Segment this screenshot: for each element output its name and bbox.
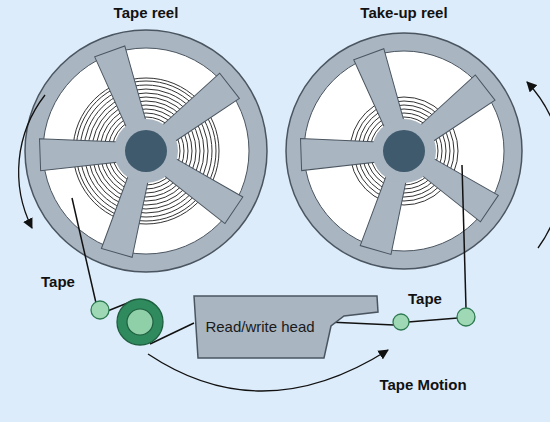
read-write-head: Read/write head <box>192 294 380 361</box>
rotation-arrow <box>19 95 45 228</box>
guide-roller <box>91 301 109 319</box>
tape-label: Tape <box>41 273 75 290</box>
tape-reel <box>25 30 267 272</box>
reel-label: Tape reel <box>114 4 179 21</box>
take-up-reel <box>286 33 522 269</box>
guide-roller <box>393 314 409 330</box>
motion-label: Tape Motion <box>379 376 466 393</box>
guide-roller <box>457 308 475 326</box>
reel-label: Take-up reel <box>360 4 447 21</box>
node-label: Read/write head <box>198 318 322 337</box>
capstan <box>117 299 163 345</box>
capstan-hub <box>127 309 153 335</box>
rotation-arrow <box>527 82 550 248</box>
tape-label: Tape <box>408 290 442 307</box>
